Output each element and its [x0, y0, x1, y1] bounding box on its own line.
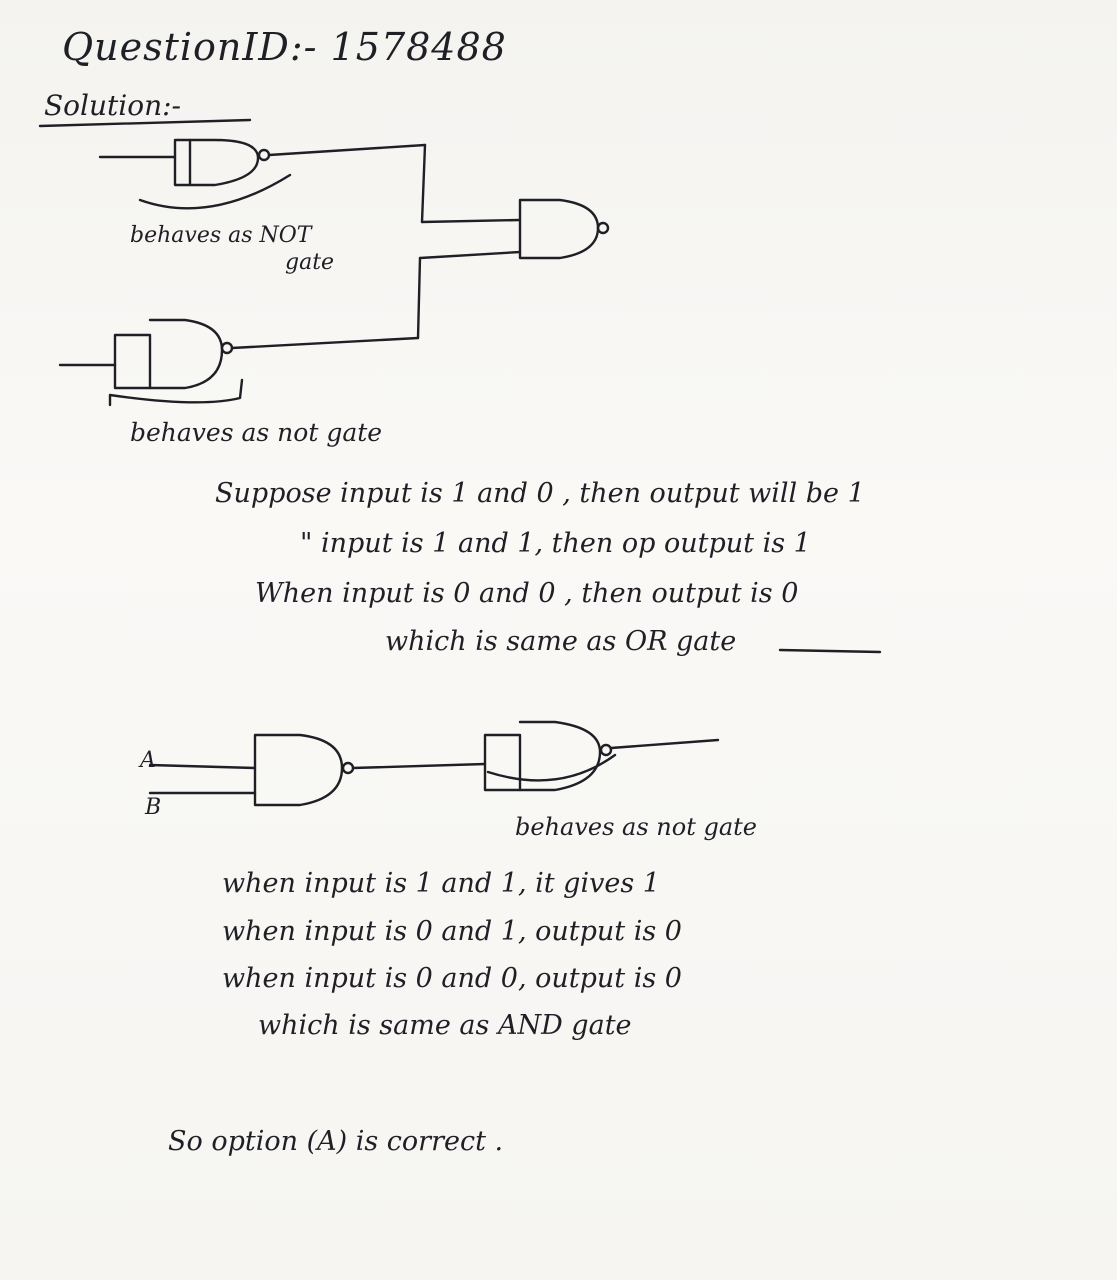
note-behaves-not-top: behaves as NOT — [130, 223, 312, 248]
nand-gate-not — [483, 720, 720, 792]
input-a-label: A — [140, 748, 156, 773]
underline-or — [778, 648, 882, 654]
nand-gate-top — [98, 138, 522, 224]
brace-top — [138, 173, 292, 210]
header-underline — [38, 118, 252, 128]
analysis1-line-4: which is same as OR gate — [385, 626, 737, 657]
analysis1-line-1: Suppose input is 1 and 0 , then output w… — [215, 478, 865, 509]
note-gate-top: gate — [285, 250, 335, 275]
nand-gate-bottom — [58, 318, 420, 390]
analysis2-line-1: when input is 1 and 1, it gives 1 — [222, 868, 660, 899]
question-id: QuestionID:- 1578488 — [62, 25, 507, 69]
conclusion-text: So option (A) is correct . — [168, 1126, 504, 1157]
analysis2-line-3: when input is 0 and 0, output is 0 — [222, 963, 682, 994]
brace-bottom — [108, 378, 244, 407]
nand-gate-final — [416, 198, 610, 340]
solution-label: Solution:- — [44, 89, 182, 122]
nand-gate-ab — [148, 733, 487, 807]
note-behaves-not-circuit2: behaves as not gate — [515, 813, 757, 841]
input-b-label: B — [145, 795, 162, 820]
brace-circuit2 — [486, 753, 617, 782]
analysis1-line-2: " input is 1 and 1, then op output is 1 — [300, 528, 811, 559]
analysis1-line-3: When input is 0 and 0 , then output is 0 — [255, 578, 799, 609]
analysis2-line-4: which is same as AND gate — [258, 1010, 632, 1041]
note-behaves-not-bottom: behaves as not gate — [130, 418, 383, 447]
analysis2-line-2: when input is 0 and 1, output is 0 — [222, 916, 682, 947]
